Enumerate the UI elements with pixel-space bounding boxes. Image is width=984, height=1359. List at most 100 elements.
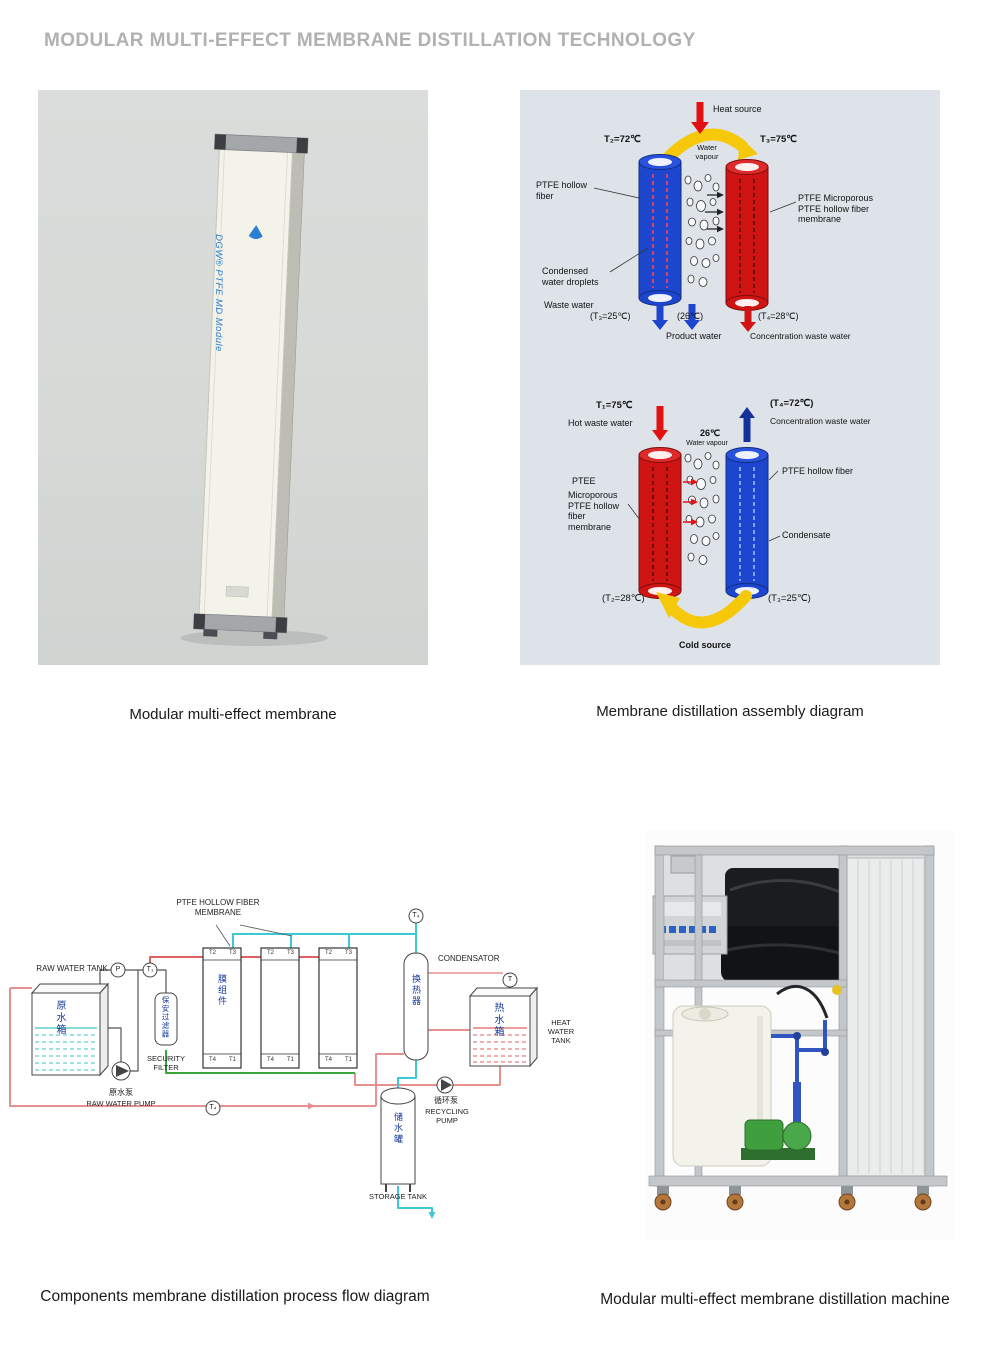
module1-port-t3: T3 — [228, 950, 236, 956]
storage-tank-shape — [380, 1087, 416, 1192]
recycling-pump-shape — [436, 1076, 454, 1094]
page-title: MODULAR MULTI-EFFECT MEMBRANE DISTILLATI… — [44, 30, 696, 51]
gauge-t: T — [507, 976, 513, 983]
module3-port-t4: T4 — [324, 1057, 332, 1063]
waste-water-arrow — [652, 304, 668, 330]
label-condenser-cn: 换热器 — [411, 974, 421, 1007]
label-ptfe-hollow-fiber-membrane: PTFE HOLLOW FIBER MEMBRANE — [176, 898, 260, 917]
caption-module-photo: Modular multi-effect membrane — [129, 706, 337, 723]
module2-port-t2: T2 — [266, 950, 274, 956]
label-raw-water-tank-cn: 原水箱 — [54, 1000, 65, 1036]
label-heat-water-tank-cn: 热水箱 — [492, 1002, 503, 1038]
label-security-filter-cn: 保安过滤器 — [161, 996, 170, 1039]
blue-cylinder-top — [638, 154, 682, 306]
label-concentration-waste-top: Concentration waste water — [750, 331, 851, 341]
raw-water-tank — [30, 982, 110, 1077]
module-logo-text: DGW® PTFE MD Module — [213, 234, 224, 352]
label-storage-tank-cn: 储水罐 — [393, 1112, 403, 1145]
security-filter-shape — [154, 992, 178, 1046]
label-cold-source: Cold source — [678, 640, 731, 650]
label-ptfe-hollow-fiber-bottom: PTFE hollow fiber — [782, 466, 854, 476]
label-raw-water-pump: RAW WATER PUMP — [86, 1099, 156, 1108]
label-26c-bottom: 26℃ — [700, 428, 721, 438]
module1-port-t4: T4 — [208, 1057, 216, 1063]
label-recycling-pump: RECYCLING PUMP — [425, 1107, 469, 1125]
label-hot-waste-water: Hot waste water — [568, 418, 633, 428]
heat-water-tank-shape — [468, 986, 539, 1068]
label-raw-water-pump-cn: 原水泵 — [109, 1088, 133, 1097]
gauge-circles — [110, 908, 518, 1116]
label-security-filter: SECURITY FILTER — [147, 1054, 185, 1072]
vapour-flow-arrows — [705, 191, 724, 233]
module-photo-panel: DGW® PTFE MD Module — [38, 90, 428, 665]
water-vapour-bubbles — [684, 174, 720, 287]
label-condensate: Condensate — [782, 530, 831, 540]
label-t3-75: T₃=75℃ — [760, 134, 797, 145]
label-microporous-membrane: Microporous PTFE hollow fiber membrane — [568, 490, 620, 532]
module2-port-t1: T1 — [286, 1057, 294, 1063]
leader-lines-top — [593, 187, 797, 273]
label-concentration-waste-bottom: Concentration waste water — [770, 416, 871, 426]
red-cylinder-top — [725, 159, 769, 311]
label-t2-28: (T₂=28℃) — [602, 593, 645, 604]
label-waste-water: Waste water — [544, 300, 594, 310]
module2-port-t3: T3 — [286, 950, 294, 956]
pump-unit — [741, 1082, 815, 1160]
cold-transfer-arc — [666, 590, 752, 629]
gauge-p: P — [115, 966, 121, 973]
assembly-diagram-drawing — [593, 102, 797, 629]
module-photo-drawing — [180, 133, 328, 646]
hot-waste-in-arrow — [652, 406, 668, 441]
label-storage-tank: STORAGE TANK — [369, 1192, 427, 1201]
label-product-water: Product water — [666, 331, 722, 341]
module-sticker — [225, 585, 249, 598]
label-condensator: CONDENSATOR — [438, 954, 500, 963]
piping — [771, 984, 842, 1082]
module1-port-t1: T1 — [228, 1057, 236, 1063]
heat-source-arrow — [691, 102, 709, 134]
yellow-fitting — [832, 985, 842, 995]
condenser-shape — [403, 952, 429, 1061]
gauge-t4-bottom: T₄ — [209, 1104, 217, 1111]
raw-water-pump-shape — [111, 1061, 131, 1081]
concentrate-arrow — [740, 306, 756, 332]
module-shadow — [180, 630, 328, 646]
label-t4-28: (T₄=28℃) — [758, 311, 799, 321]
label-t3-25-top: (T₃=25℃) — [590, 311, 631, 321]
caption-flow-diagram: Components membrane distillation process… — [40, 1288, 430, 1305]
label-raw-water-tank: RAW WATER TANK — [36, 964, 108, 973]
assembly-diagram-panel: Heat source T₂=72℃ T₃=75℃ Water vapour P… — [520, 90, 940, 665]
membrane-module-1 — [202, 947, 242, 1069]
flow-diagram-drawing — [9, 908, 539, 1219]
label-ptee: PTEE — [572, 476, 596, 486]
machine-photo-panel — [645, 830, 955, 1240]
membrane-bank — [846, 857, 932, 1177]
red-cylinder-bottom — [638, 447, 682, 599]
label-t4-72: (T₄=72℃) — [770, 398, 814, 409]
label-water-vapour-bottom: Water vapour — [686, 440, 728, 447]
label-t3-25-bottom: (T₃=25℃) — [768, 593, 811, 604]
label-t1-75: T₁=75℃ — [596, 400, 633, 411]
caption-machine-photo: Modular multi-effect membrane distillati… — [600, 1291, 950, 1308]
membrane-module-panel — [193, 133, 309, 640]
label-t2-72: T₂=72℃ — [604, 134, 641, 145]
product-water-arrow — [684, 304, 700, 330]
brand-droplet-icon — [248, 225, 263, 240]
hot-vapour-arrows — [683, 478, 698, 526]
membrane-module-3 — [318, 947, 358, 1069]
label-heat-source: Heat source — [713, 104, 762, 114]
module3-port-t3: T3 — [344, 950, 352, 956]
concentrate-out-arrow — [739, 407, 755, 442]
control-panel-box — [652, 855, 728, 955]
membrane-module-2 — [260, 947, 300, 1069]
label-water-vapour-top: Water vapour — [695, 143, 719, 161]
label-module-cn: 膜组件 — [217, 974, 227, 1007]
label-heat-water-tank: HEAT WATER TANK — [547, 1018, 575, 1045]
module2-port-t4: T4 — [266, 1057, 274, 1063]
gauge-t1: T₁ — [146, 966, 154, 973]
wrapped-bundles — [721, 868, 847, 982]
machine-photo-drawing — [645, 830, 955, 1240]
leader-lines-bottom — [627, 470, 781, 542]
label-recycling-pump-cn: 循环泵 — [434, 1096, 458, 1105]
